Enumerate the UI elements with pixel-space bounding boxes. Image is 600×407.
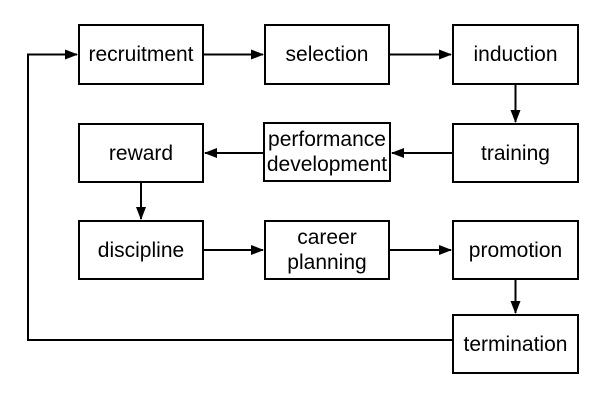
node-selection-label: selection xyxy=(285,43,369,66)
node-performance-development: performance development xyxy=(263,122,391,182)
node-discipline: discipline xyxy=(78,220,204,280)
node-recruitment: recruitment xyxy=(78,24,204,85)
node-reward-label: reward xyxy=(108,141,174,165)
node-recruitment-label: recruitment xyxy=(88,43,194,66)
node-induction: induction xyxy=(452,24,579,85)
node-performance-development-label: performance development xyxy=(266,128,388,176)
node-induction-label: induction xyxy=(473,43,558,66)
node-reward: reward xyxy=(78,123,204,183)
node-career-planning-label: career planning xyxy=(287,226,367,274)
node-discipline-label: discipline xyxy=(97,238,185,262)
node-training: training xyxy=(452,123,579,183)
node-promotion: promotion xyxy=(452,220,579,280)
node-career-planning: career planning xyxy=(264,220,390,280)
node-selection: selection xyxy=(264,24,390,85)
node-training-label: training xyxy=(481,141,550,165)
node-termination-label: termination xyxy=(463,332,568,356)
node-promotion-label: promotion xyxy=(468,238,563,262)
edge-termination-recruitment-loop xyxy=(27,49,452,341)
node-termination: termination xyxy=(452,314,579,374)
